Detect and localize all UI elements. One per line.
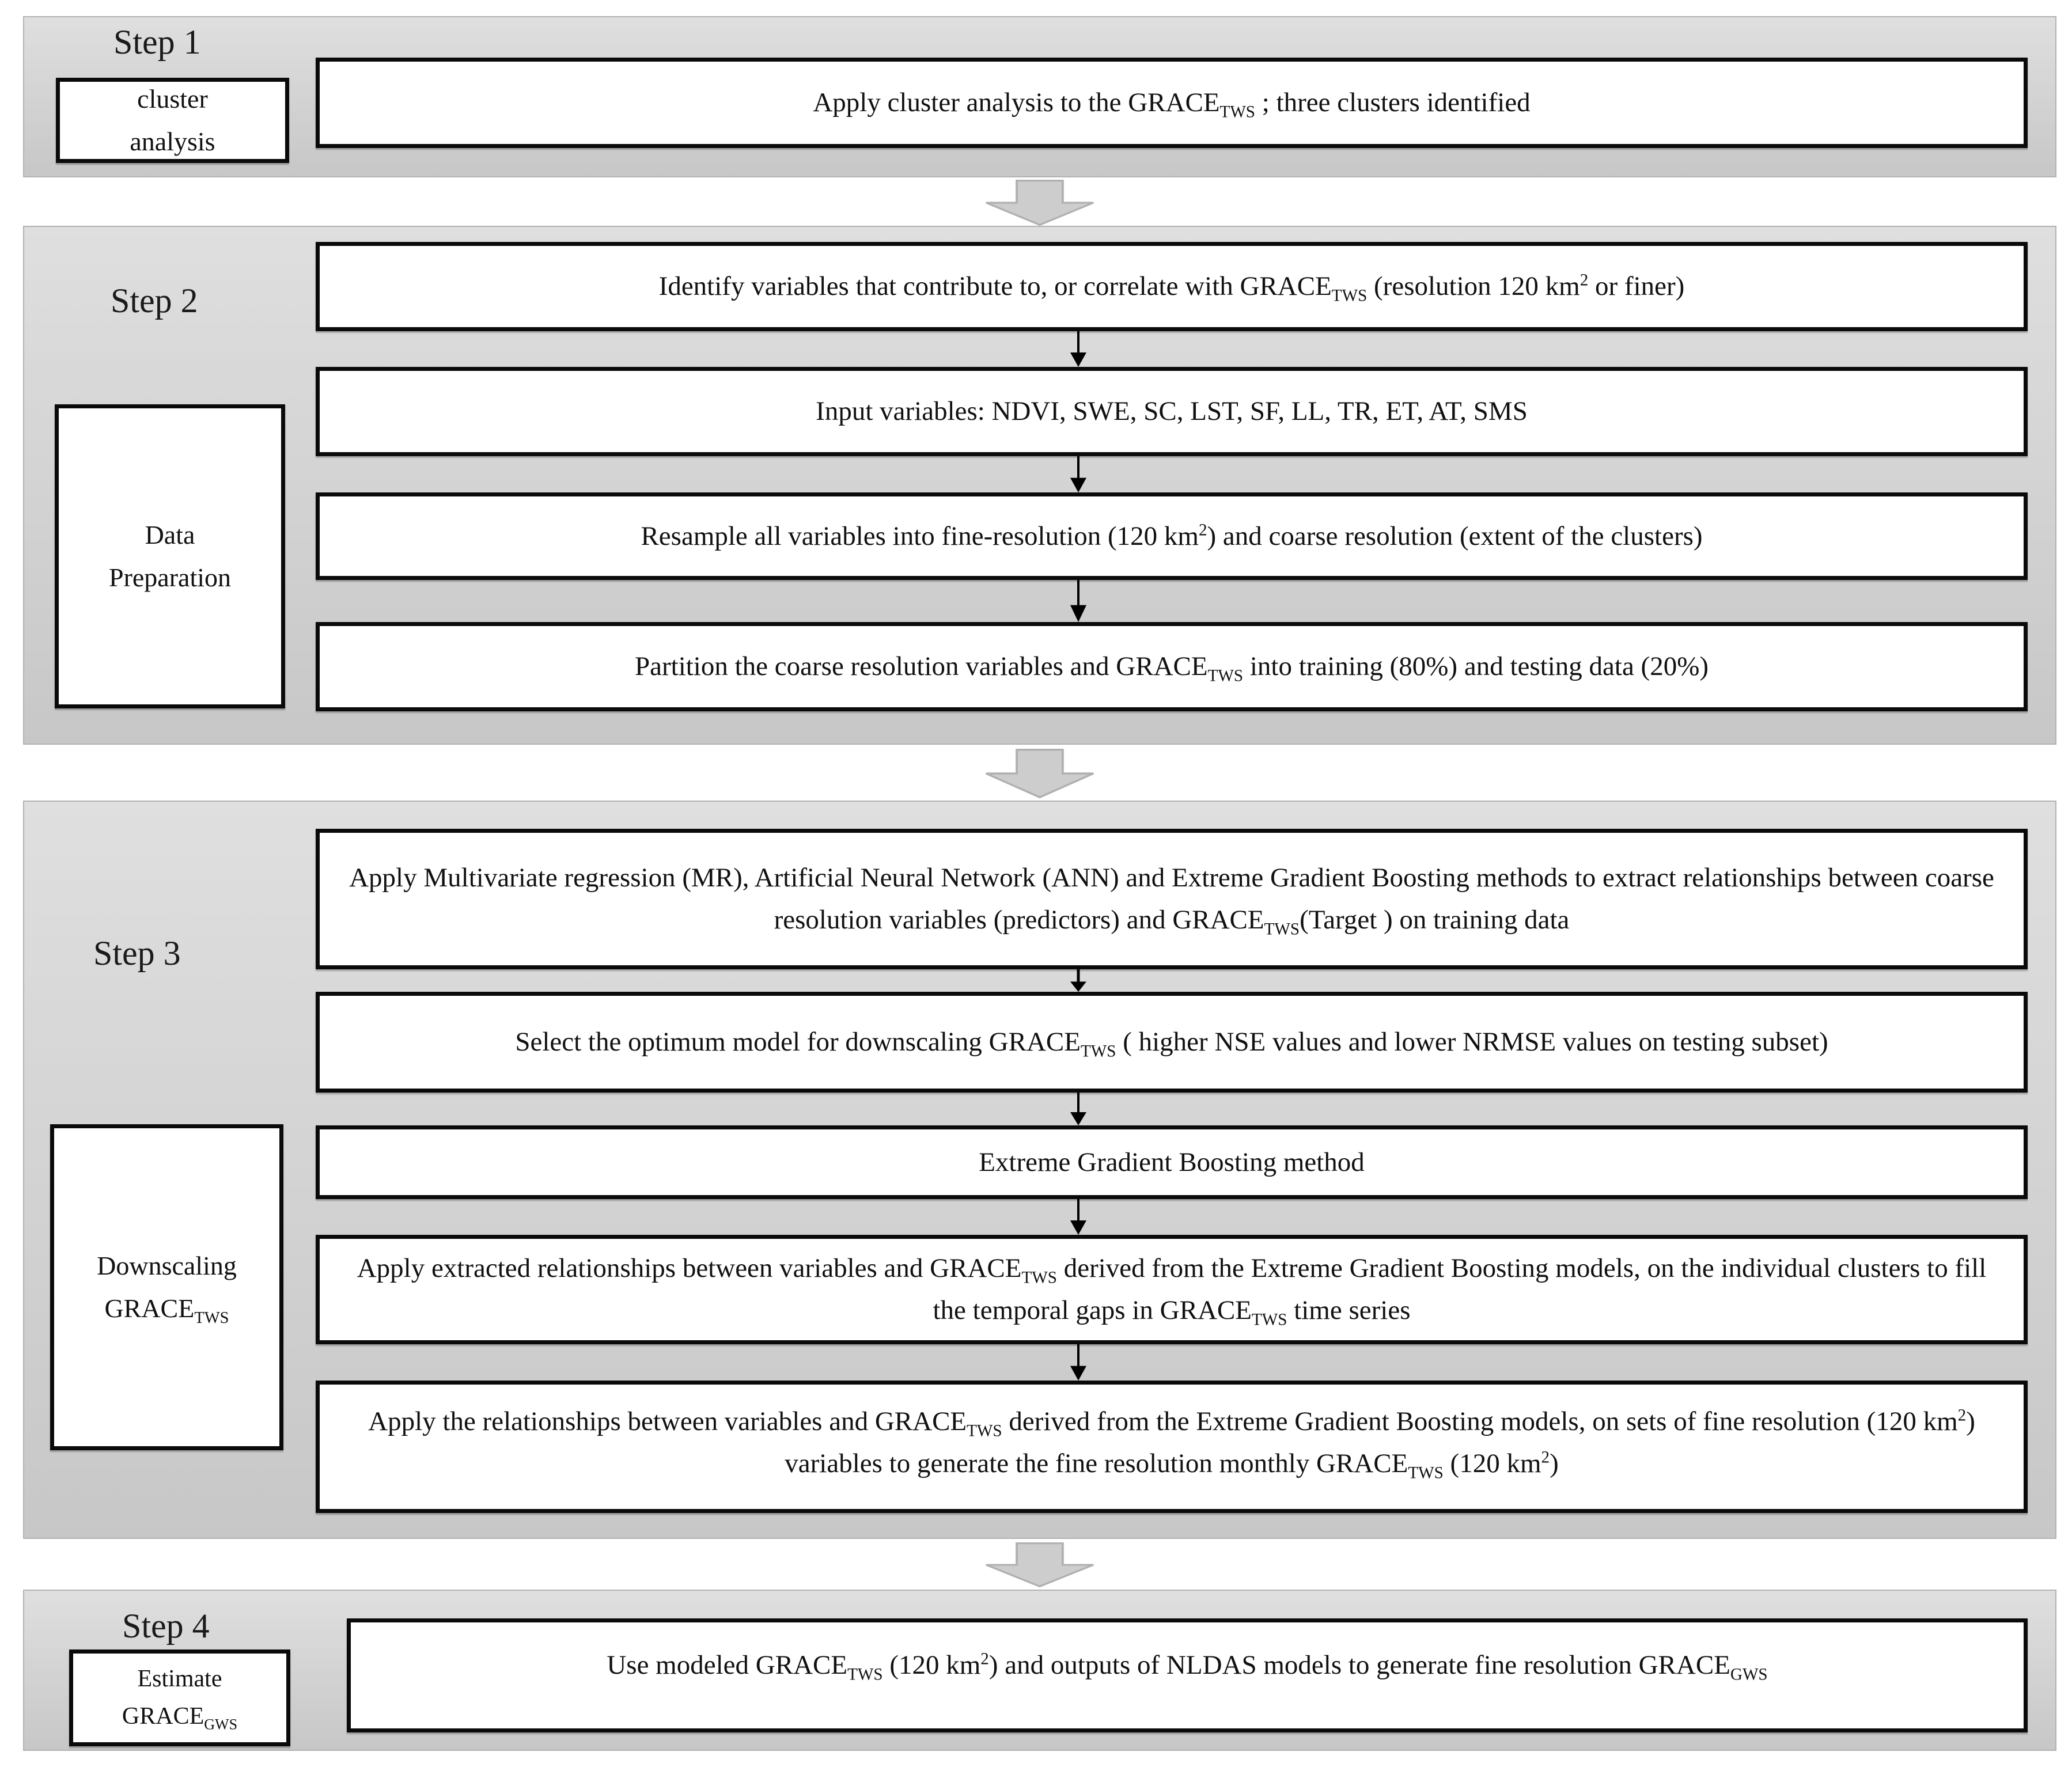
step3-band: Step 3 Downscaling GRACETWS Apply Multiv… — [23, 801, 2056, 1539]
step2-box-1: Identify variables that contribute to, o… — [316, 242, 2028, 331]
step4-box-1-text: Use modeled GRACETWS (120 km2) and outpu… — [607, 1650, 1768, 1684]
step3-side-label-box: Downscaling GRACETWS — [50, 1124, 283, 1450]
step2-box-1-text: Identify variables that contribute to, o… — [658, 271, 1685, 305]
step1-band: Step 1 cluster analysis Apply cluster an… — [23, 16, 2056, 177]
flow-chevron-down-icon-2 — [985, 749, 1094, 798]
step2-box-2-text: Input variables: NDVI, SWE, SC, LST, SF,… — [816, 396, 1528, 427]
step3-box-3: Extreme Gradient Boosting method — [316, 1125, 2028, 1199]
down-arrow-icon — [1068, 456, 1089, 492]
step4-box-1: Use modeled GRACETWS (120 km2) and outpu… — [347, 1618, 2028, 1732]
step4-title: Step 4 — [122, 1607, 210, 1645]
step1-title: Step 1 — [113, 23, 201, 61]
flow-chevron-down-icon-3 — [985, 1542, 1094, 1587]
step3-box-3-text: Extreme Gradient Boosting method — [979, 1147, 1365, 1177]
step3-box-4: Apply extracted relationships between va… — [316, 1235, 2028, 1344]
step2-side-label: Data Preparation — [108, 520, 232, 592]
step2-box-4: Partition the coarse resolution variable… — [316, 622, 2028, 711]
down-arrow-icon — [1068, 580, 1089, 622]
step1-side-label: cluster analysis — [130, 84, 215, 156]
step3-title: Step 3 — [93, 934, 181, 972]
step2-box-4-text: Partition the coarse resolution variable… — [634, 651, 1709, 685]
step3-box-1: Apply Multivariate regression (MR), Arti… — [316, 829, 2028, 969]
step2-side-label-box: Data Preparation — [55, 404, 285, 708]
step2-band: Step 2 Data Preparation Identify variabl… — [23, 226, 2056, 745]
step3-box-4-text: Apply extracted relationships between va… — [357, 1253, 1987, 1329]
step3-box-2: Select the optimum model for downscaling… — [316, 992, 2028, 1093]
step3-side-label: Downscaling GRACETWS — [97, 1251, 237, 1328]
step1-box-1-text: Apply cluster analysis to the GRACETWS ;… — [813, 88, 1531, 122]
down-arrow-icon — [1068, 331, 1089, 367]
step2-box-3: Resample all variables into fine-resolut… — [316, 492, 2028, 580]
step2-box-2: Input variables: NDVI, SWE, SC, LST, SF,… — [316, 367, 2028, 456]
step2-box-3-text: Resample all variables into fine-resolut… — [641, 520, 1703, 551]
down-arrow-icon — [1068, 1344, 1089, 1381]
step3-box-5: Apply the relationships between variable… — [316, 1381, 2028, 1513]
step4-side-label: Estimate GRACEGWS — [122, 1665, 238, 1733]
down-arrow-icon — [1068, 1199, 1089, 1235]
flow-chevron-down-icon-1 — [985, 180, 1094, 226]
down-arrow-icon — [1068, 969, 1089, 992]
down-arrow-icon — [1068, 1093, 1089, 1125]
step1-side-label-box: cluster analysis — [56, 78, 289, 163]
step3-box-5-text: Apply the relationships between variable… — [368, 1406, 1975, 1482]
step4-band: Step 4 Estimate GRACEGWS Use modeled GRA… — [23, 1590, 2056, 1751]
step1-box-1: Apply cluster analysis to the GRACETWS ;… — [316, 58, 2028, 148]
step2-title: Step 2 — [111, 282, 198, 320]
step3-box-1-text: Apply Multivariate regression (MR), Arti… — [349, 863, 1994, 939]
step3-box-2-text: Select the optimum model for downscaling… — [515, 1027, 1828, 1061]
step4-side-label-box: Estimate GRACEGWS — [69, 1650, 290, 1746]
